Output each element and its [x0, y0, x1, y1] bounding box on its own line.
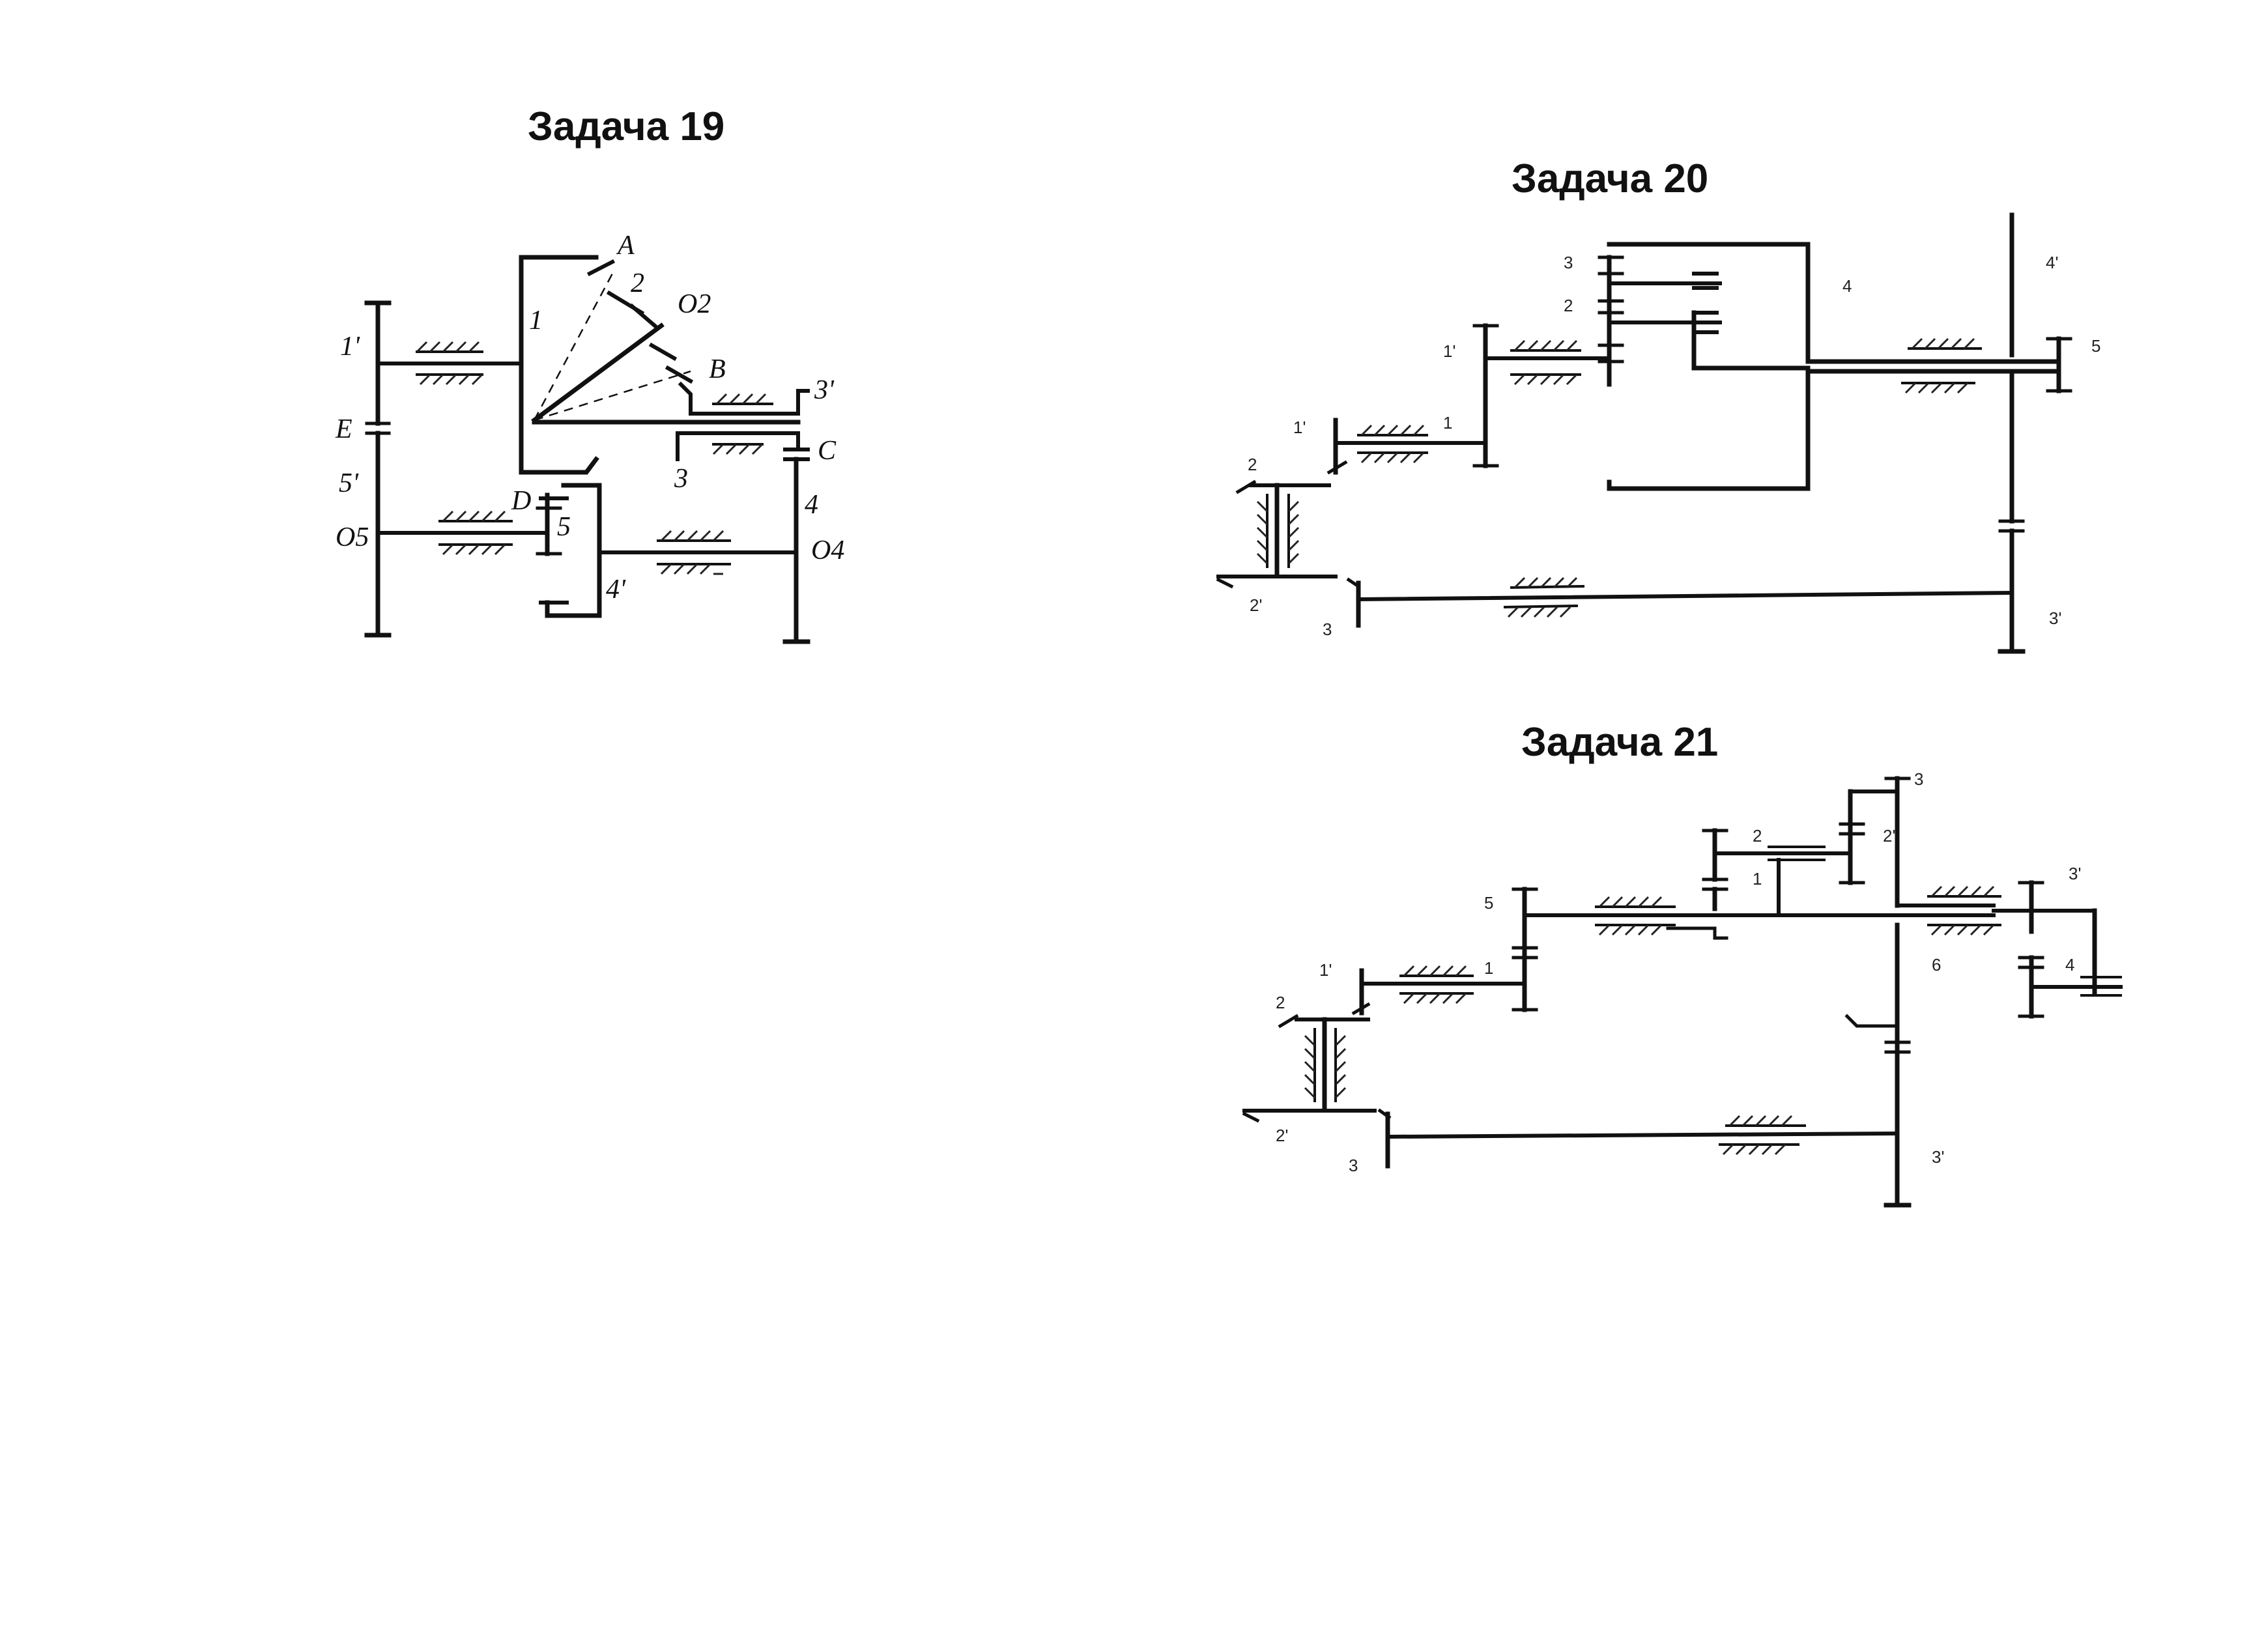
diagram-21-label-1prime: 1'	[1319, 960, 1332, 980]
diagram-19-label-C: C	[818, 436, 837, 466]
diagram-20-label-2prime: 2'	[1250, 595, 1262, 615]
diagram-20-title: Задача 20	[1512, 156, 1708, 201]
diagram-19-label-1prime: 1'	[340, 332, 360, 362]
diagram-19-title: Задача 19	[528, 104, 724, 149]
diagram-20-label-4: 4	[1842, 276, 1852, 296]
diagram-20-label-1prime: 1'	[1293, 418, 1306, 437]
diagram-19-label-5prime: 5'	[339, 468, 359, 498]
diagram-21-label-3-bevel: 3	[1349, 1156, 1358, 1175]
diagram-20: Задача 20	[1216, 156, 2100, 654]
diagram-21-title: Задача 21	[1521, 720, 1718, 765]
diagram-19-label-3prime: 3'	[814, 375, 835, 405]
diagram-21-label-2: 2	[1276, 993, 1285, 1012]
diagram-21-lines	[1242, 776, 2123, 1208]
diagram-21-label-4: 4	[2065, 955, 2074, 975]
diagram-20-label-3-bevel: 3	[1323, 620, 1332, 639]
diagram-19: Задача 19	[335, 104, 844, 644]
diagram-19-label-5: 5	[557, 512, 571, 542]
diagram-21-label-6: 6	[1932, 955, 1941, 975]
diagram-19-label-D: D	[511, 486, 531, 516]
diagram-19-label-1: 1	[529, 306, 543, 335]
diagram-20-label-5: 5	[2091, 336, 2100, 356]
diagram-20-label-3: 3	[1564, 253, 1573, 272]
diagram-21-label-2-planet: 2	[1753, 826, 1762, 846]
diagram-20-label-2-planet: 2	[1564, 296, 1573, 315]
diagram-19-label-4prime: 4'	[606, 575, 626, 605]
diagram-19-label-B: B	[709, 354, 726, 384]
diagram-20-label-1prime-top: 1'	[1443, 341, 1455, 361]
diagram-21-label-1-sun: 1	[1753, 869, 1762, 889]
diagram-19-label-A: A	[616, 231, 635, 261]
diagram-20-label-3prime: 3'	[2049, 608, 2061, 628]
diagram-20-label-2: 2	[1248, 455, 1257, 474]
diagram-19-label-O2: O2	[678, 289, 711, 319]
diagram-19-label-E: E	[335, 414, 352, 444]
diagram-19-label-2: 2	[631, 268, 644, 298]
diagram-19-label-O5: O5	[336, 522, 369, 552]
diagram-21-label-3prime-right: 3'	[2069, 864, 2081, 883]
diagram-21-label-3: 3	[1914, 769, 1923, 789]
diagram-19-label-4: 4	[805, 490, 818, 520]
diagram-20-lines	[1216, 212, 2072, 654]
diagram-21-label-3prime: 3'	[1932, 1147, 1944, 1167]
diagram-20-label-4prime: 4'	[2046, 253, 2058, 272]
diagram-21-label-5: 5	[1484, 893, 1493, 913]
diagram-21: Задача 21	[1242, 720, 2123, 1208]
diagram-20-label-1: 1	[1443, 413, 1452, 433]
diagram-19-label-3: 3	[674, 464, 688, 494]
diagram-19-label-O4: O4	[811, 535, 844, 565]
diagram-21-label-2prime-planet: 2'	[1883, 826, 1895, 846]
diagram-21-label-1: 1	[1484, 958, 1493, 978]
diagram-19-lines	[364, 255, 810, 644]
diagram-21-label-2prime: 2'	[1276, 1126, 1288, 1145]
